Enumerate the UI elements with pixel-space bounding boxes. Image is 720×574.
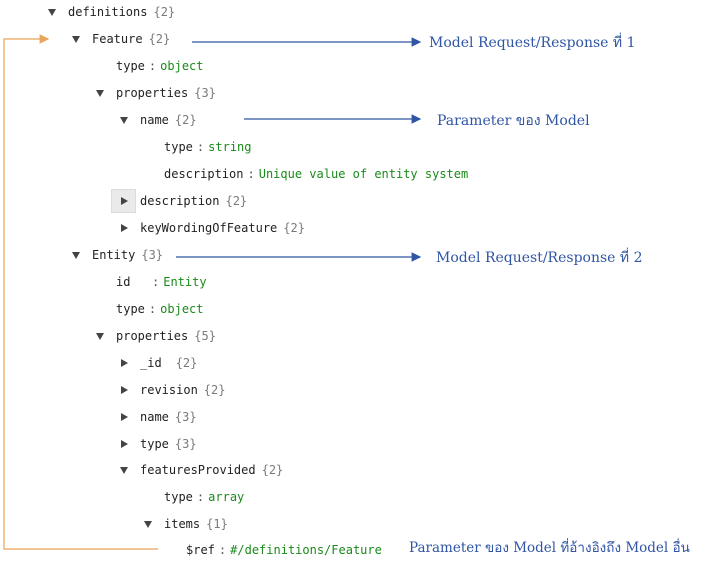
expand-triangle-icon[interactable] — [144, 521, 152, 528]
node-count: {5} — [194, 329, 216, 343]
expand-triangle-icon[interactable] — [96, 333, 104, 340]
tree-leaf-entity-type: type:object — [116, 302, 204, 316]
collapse-triangle-icon[interactable] — [121, 224, 128, 232]
leaf-key: id — [116, 275, 131, 289]
node-count: {2} — [203, 383, 226, 397]
collapse-triangle-icon[interactable] — [121, 197, 128, 205]
node-count: {2} — [283, 221, 305, 235]
node-key: items — [164, 517, 201, 531]
leaf-value: array — [208, 490, 245, 504]
collapse-triangle-icon[interactable] — [121, 413, 128, 421]
leaf-value: Unique value of entity system — [258, 167, 469, 181]
expand-triangle-icon[interactable] — [120, 467, 128, 474]
tree-node-prop-revision[interactable]: revision {2} — [118, 380, 225, 400]
node-count: {2} — [174, 113, 197, 127]
tree-leaf-name-description: description:Unique value of entity syste… — [164, 167, 469, 181]
node-count: {3} — [194, 86, 216, 100]
tree-node-features-items[interactable]: items {1} — [142, 514, 228, 534]
node-key: name — [140, 113, 169, 127]
leaf-key: type — [164, 140, 193, 154]
arrow-reference — [3, 34, 158, 550]
leaf-key: type — [164, 490, 193, 504]
node-count: {2} — [148, 32, 171, 46]
tree-node-definitions[interactable]: definitions {2} — [46, 2, 175, 22]
tree-leaf-name-type: type:string — [164, 140, 252, 154]
node-key: revision — [140, 383, 198, 397]
node-count: {2} — [261, 463, 284, 477]
node-key: featuresProvided — [140, 463, 256, 477]
tree-leaf-items-ref: $ref:#/definitions/Feature — [186, 543, 382, 557]
node-key: description — [140, 194, 220, 208]
node-count: {3} — [174, 410, 197, 424]
node-key: keyWordingOfFeature — [140, 221, 278, 235]
tree-node-prop-type[interactable]: type {3} — [118, 434, 197, 454]
leaf-value: #/definitions/Feature — [230, 543, 382, 557]
node-key: Entity — [92, 248, 136, 262]
leaf-value: Entity — [163, 275, 207, 289]
expand-triangle-icon[interactable] — [72, 252, 80, 259]
node-count: {3} — [141, 248, 164, 262]
leaf-value: object — [160, 59, 204, 73]
annotation-model2: Model Request/Response ที่ 2 — [436, 250, 643, 266]
tree-leaf-entity-id: id:Entity — [116, 272, 207, 292]
annotation-ref: Parameter ของ Model ที่อ้างอิงถึง Model … — [409, 540, 690, 556]
leaf-key: type — [116, 59, 145, 73]
annotation-model1: Model Request/Response ที่ 1 — [429, 35, 636, 51]
node-count: {2} — [153, 5, 176, 19]
node-count: {2} — [225, 194, 248, 208]
node-count: {3} — [174, 437, 197, 451]
tree-node-prop-name[interactable]: name {3} — [118, 407, 197, 427]
leaf-value: object — [160, 302, 204, 316]
expand-triangle-icon[interactable] — [48, 9, 56, 16]
tree-node-feature-name[interactable]: name {2} — [118, 110, 197, 130]
node-key: properties — [116, 86, 189, 100]
tree-leaf-features-type: type:array — [164, 490, 245, 504]
expand-triangle-icon[interactable] — [120, 117, 128, 124]
annotation-param: Parameter ของ Model — [437, 113, 590, 129]
node-key: Feature — [92, 32, 143, 46]
node-key: name — [140, 410, 169, 424]
tree-node-feature-properties[interactable]: properties {3} — [94, 83, 216, 103]
node-count: {1} — [206, 517, 228, 531]
node-key: type — [140, 437, 169, 451]
leaf-key: description — [164, 167, 244, 181]
leaf-value: string — [208, 140, 252, 154]
tree-node-feature[interactable]: Feature {2} — [70, 29, 170, 49]
expand-triangle-icon[interactable] — [72, 36, 80, 43]
tree-node-prop-features[interactable]: featuresProvided {2} — [118, 460, 283, 480]
node-key: _id — [140, 356, 162, 370]
leaf-key: type — [116, 302, 145, 316]
node-key: properties — [116, 329, 189, 343]
tree-leaf-feature-type: type:object — [116, 59, 204, 73]
node-count: {2} — [175, 356, 198, 370]
node-key: definitions — [68, 5, 148, 19]
tree-node-feature-description[interactable]: description {2} — [118, 191, 247, 211]
leaf-key: $ref — [186, 543, 215, 557]
tree-node-entity[interactable]: Entity {3} — [70, 245, 163, 265]
collapse-triangle-icon[interactable] — [121, 386, 128, 394]
collapse-triangle-icon[interactable] — [121, 359, 128, 367]
collapse-triangle-icon[interactable] — [121, 440, 128, 448]
tree-node-feature-keywording[interactable]: keyWordingOfFeature {2} — [118, 218, 305, 238]
expand-triangle-icon[interactable] — [96, 90, 104, 97]
tree-node-prop-id[interactable]: _id {2} — [118, 353, 197, 373]
tree-node-entity-properties[interactable]: properties {5} — [94, 326, 216, 346]
